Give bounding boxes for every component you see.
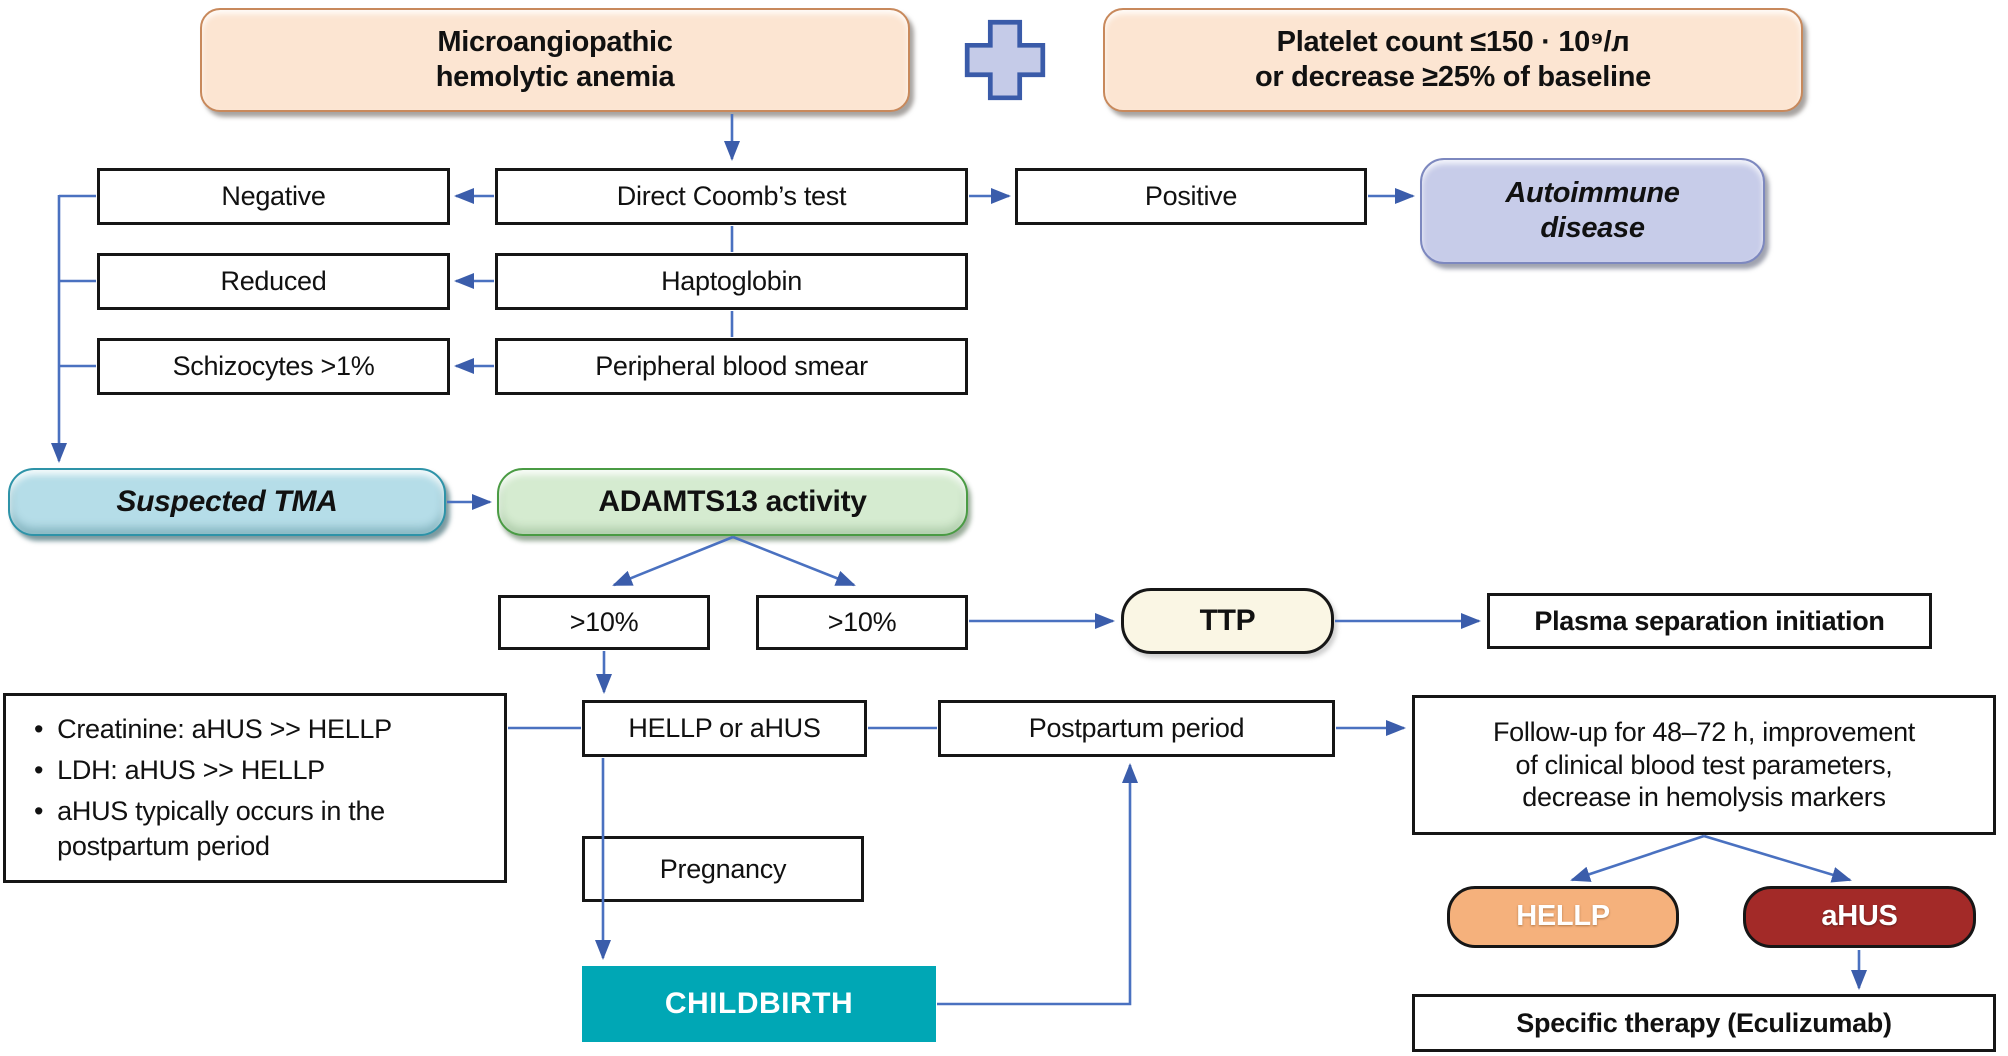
node-followup: Follow-up for 48–72 h, improvement of cl… — [1412, 695, 1996, 835]
node-hellp: HELLP — [1447, 886, 1679, 948]
node-ttp: TTP — [1121, 588, 1334, 654]
connector-followup-to-ahus — [1703, 834, 1852, 883]
connector-adamts13-to-right-result — [732, 535, 856, 587]
node-hellp-or-ahus: HELLP or aHUS — [582, 700, 867, 757]
bullet-postpartum-text: aHUS typically occurs in the postpartum … — [57, 796, 385, 862]
node-adamts13-result-left: >10% — [498, 595, 710, 650]
node-haptoglobin: Haptoglobin — [495, 253, 968, 310]
node-plasma-separation: Plasma separation initiation — [1487, 593, 1932, 649]
node-reduced: Reduced — [97, 253, 450, 310]
node-direct-coombs-test: Direct Coomb’s test — [495, 168, 968, 225]
node-autoimmune-disease: Autoimmune disease — [1420, 158, 1765, 264]
node-schizocytes: Schizocytes >1% — [97, 338, 450, 395]
connector-childbirth-to-postpartum — [937, 763, 1138, 1006]
node-adamts13-activity: ADAMTS13 activity — [497, 468, 968, 536]
node-platelet-count: Platelet count ≤150 · 10⁹/л or decrease … — [1103, 8, 1803, 112]
bullet-postpartum: aHUS typically occurs in the postpartum … — [26, 794, 484, 864]
node-suspected-tma: Suspected TMA — [8, 468, 446, 536]
connector-followup-to-hellp — [1570, 834, 1705, 882]
node-ahus: aHUS — [1743, 886, 1976, 948]
node-postpartum-period: Postpartum period — [938, 700, 1335, 757]
connector-adamts13-to-left-result — [612, 535, 734, 587]
bullet-ldh: LDH: aHUS >> HELLP — [26, 753, 325, 788]
node-microangiopathic-hemolytic-anemia: Microangiopathic hemolytic anemia — [200, 8, 910, 112]
node-specific-therapy: Specific therapy (Eculizumab) — [1412, 994, 1996, 1052]
node-peripheral-blood-smear: Peripheral blood smear — [495, 338, 968, 395]
node-pregnancy: Pregnancy — [582, 836, 864, 902]
bullet-creatinine-text: Creatinine: aHUS >> HELLP — [57, 713, 392, 744]
node-adamts13-result-right: >10% — [756, 595, 968, 650]
bullet-ldh-text: LDH: aHUS >> HELLP — [57, 754, 325, 785]
node-positive: Positive — [1015, 168, 1367, 225]
node-negative: Negative — [97, 168, 450, 225]
bullet-creatinine: Creatinine: aHUS >> HELLP — [26, 712, 392, 747]
note-lab-criteria: Creatinine: aHUS >> HELLP LDH: aHUS >> H… — [3, 693, 507, 883]
plus-icon — [963, 18, 1047, 102]
node-childbirth: CHILDBIRTH — [582, 966, 936, 1042]
